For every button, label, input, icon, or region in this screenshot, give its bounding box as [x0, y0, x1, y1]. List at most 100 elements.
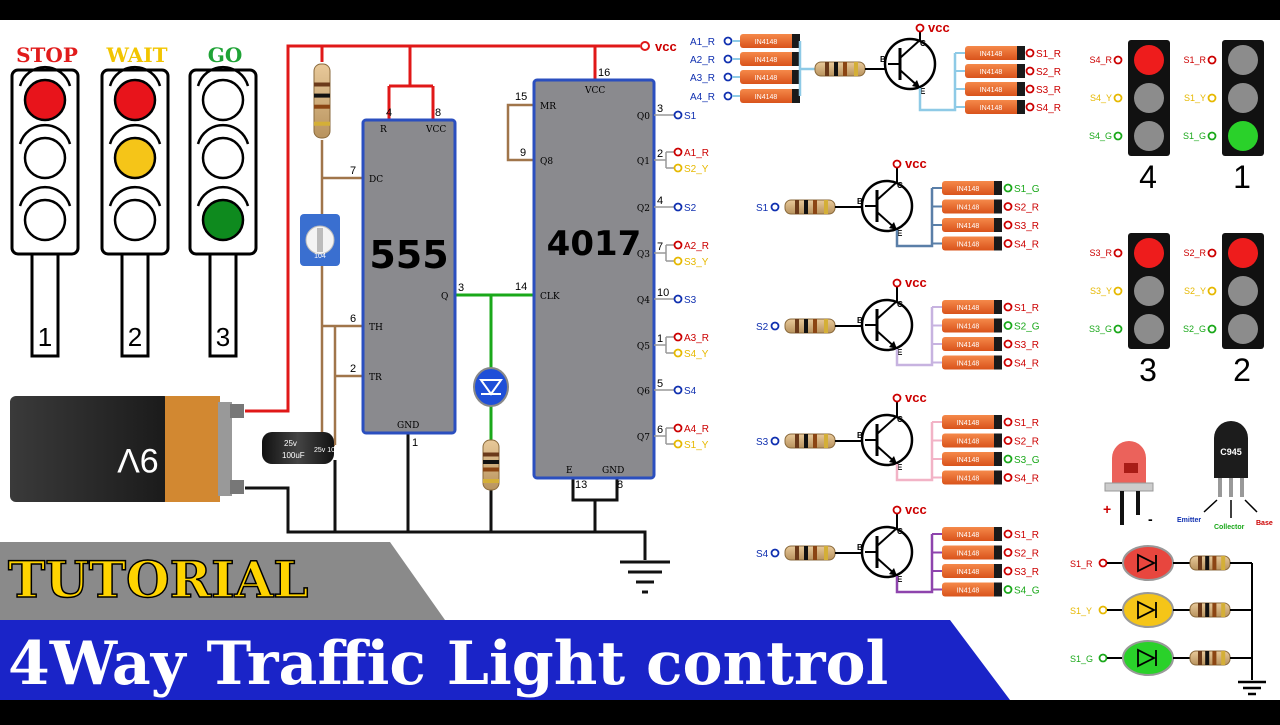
output-label: S1_Y	[684, 440, 709, 451]
top-output-label: S2_R	[1036, 67, 1061, 78]
block-output-label: S3_R	[1014, 221, 1039, 232]
resistor	[1189, 555, 1231, 571]
diode: IN4148	[942, 564, 1002, 578]
resistor	[784, 433, 836, 449]
output-label: S3	[684, 295, 697, 306]
diode-label: IN4148	[957, 223, 980, 230]
transistor-b: B	[857, 431, 863, 440]
ic4017-num-mr: 15	[515, 91, 527, 103]
top-output-label: S1_R	[1036, 49, 1061, 60]
block-output-label: S4_R	[1014, 240, 1039, 251]
block-input-label: S4	[756, 549, 769, 560]
diode: IN4148	[942, 218, 1002, 232]
led-row-label: S1_G	[1070, 654, 1093, 664]
pot-label: 104	[314, 253, 326, 260]
right-traffic-lights: S4_RS4_YS4_G4S1_RS1_YS1_G1S3_RS3_YS3_G3S…	[1089, 40, 1264, 388]
ic-555: 555 R VCC DC TH TR Q GND 4 8 7 6 2 3 1	[350, 107, 464, 449]
right-lamp	[1228, 238, 1258, 268]
terminal	[1003, 202, 1013, 211]
transistor-e: E	[897, 575, 903, 584]
terminal	[1207, 55, 1217, 65]
legend-lamp	[23, 78, 67, 122]
diode-label: IN4148	[980, 105, 1003, 112]
terminal	[723, 91, 733, 101]
block-output-label: S1_R	[1014, 303, 1039, 314]
right-lamp	[1228, 276, 1258, 306]
right-light-label: S2_Y	[1184, 286, 1206, 296]
diode-label: IN4148	[957, 205, 980, 212]
right-light-number: 4	[1139, 159, 1157, 195]
output-label: S4	[684, 386, 697, 397]
output-label: S3_Y	[684, 257, 709, 268]
ic555-name: 555	[369, 233, 448, 277]
terminal	[1003, 183, 1013, 193]
diode: IN4148	[942, 337, 1002, 351]
transistor-e: E	[897, 348, 903, 357]
terminal	[673, 294, 683, 304]
diode: IN4148	[942, 199, 1002, 214]
transistor-e: E	[920, 87, 926, 96]
ic555-pin-th: TH	[369, 323, 383, 333]
right-light-4: S4_RS4_YS4_G4	[1089, 40, 1170, 195]
terminal	[673, 348, 683, 358]
resistor	[784, 199, 836, 215]
terminal	[673, 256, 683, 266]
terminal	[915, 23, 925, 33]
right-lamp	[1134, 314, 1164, 344]
diode-label: IN4148	[957, 588, 980, 595]
banner-title: 4Way Traffic Light control	[8, 629, 888, 699]
diode-label: IN4148	[957, 569, 980, 576]
ic555-num-vcc: 8	[435, 107, 441, 119]
diode-label: IN4148	[957, 420, 980, 427]
terminal	[673, 240, 683, 250]
terminal	[1025, 48, 1035, 58]
terminal	[1003, 548, 1013, 557]
ic4017-pin-gnd: GND	[602, 466, 624, 476]
legend-lamp	[23, 198, 67, 242]
output-pin-name: Q3	[637, 250, 650, 260]
output-pin-name: Q2	[637, 204, 650, 214]
led-row-s1_r: S1_R	[1070, 545, 1252, 581]
ic555-pin-gnd: GND	[397, 421, 419, 431]
terminal	[1003, 321, 1013, 330]
ic4017-pin-vcc: VCC	[584, 86, 605, 96]
led-row-label: S1_Y	[1070, 606, 1092, 616]
top-input-label: A2_R	[690, 55, 715, 66]
diode-label: IN4148	[755, 75, 778, 82]
resistor	[814, 61, 866, 77]
vcc-label: vcc	[905, 156, 927, 171]
banner: TUTORIAL 4Way Traffic Light control	[0, 542, 1010, 700]
ic4017-num-vcc: 16	[598, 67, 610, 79]
terminal	[1098, 605, 1108, 615]
right-lamp	[1228, 83, 1258, 113]
output-pin-number: 10	[657, 287, 669, 299]
diode-label: IN4148	[980, 69, 1003, 76]
c945-transistor: C945 Emitter Collector Base	[1177, 421, 1273, 531]
terminal	[673, 202, 683, 212]
terminal	[1207, 131, 1217, 141]
ic4017-name: 4017	[547, 224, 642, 264]
ic555-pin-r: R	[380, 125, 387, 135]
terminal	[673, 385, 683, 395]
terminal	[1207, 93, 1217, 103]
ground-symbol	[620, 560, 670, 594]
output-pin-name: Q0	[637, 112, 650, 122]
legend-lamp	[201, 198, 245, 242]
ic555-num-dc: 7	[350, 165, 356, 177]
vcc-label: vcc	[905, 390, 927, 405]
terminal	[892, 278, 902, 288]
block-output-label: S2_R	[1014, 549, 1039, 560]
led-row-s1_y: S1_Y	[1070, 592, 1252, 628]
block-output-label: S2_G	[1014, 322, 1040, 333]
terminal	[770, 202, 780, 212]
terminal	[1207, 286, 1217, 296]
terminal	[1113, 286, 1123, 296]
resistor	[784, 318, 836, 334]
terminal	[1003, 585, 1013, 594]
right-light-label: S1_Y	[1184, 93, 1206, 103]
